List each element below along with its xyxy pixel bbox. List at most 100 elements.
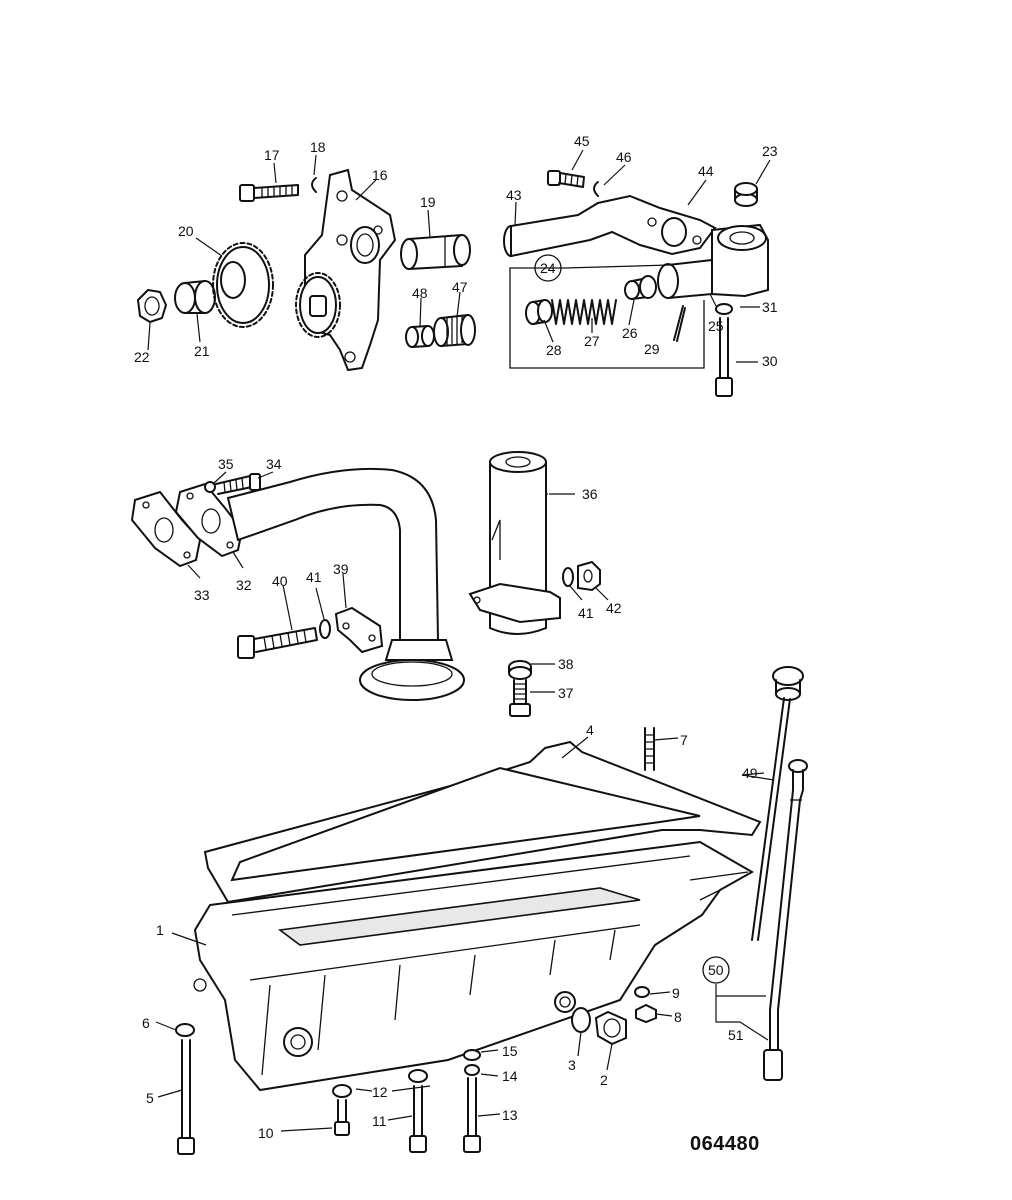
split-pin-29 bbox=[673, 305, 686, 342]
callout-12: 12 bbox=[372, 1084, 388, 1100]
bolt-40 bbox=[237, 627, 318, 659]
bolt-17 bbox=[239, 184, 299, 202]
valve-assembly-bracket bbox=[509, 267, 705, 369]
callout-51: 51 bbox=[728, 1027, 744, 1043]
pickup-pipe-group bbox=[130, 451, 601, 717]
washer-14 bbox=[464, 1064, 480, 1076]
callout-31: 31 bbox=[762, 299, 778, 315]
gear-20 bbox=[212, 242, 274, 328]
callout-7: 7 bbox=[680, 732, 688, 748]
callout-20: 20 bbox=[178, 223, 194, 239]
callout-44: 44 bbox=[698, 163, 714, 179]
callout-23: 23 bbox=[762, 143, 778, 159]
callout-1: 1 bbox=[156, 922, 164, 938]
spring-27 bbox=[551, 299, 617, 325]
washer-12-right bbox=[408, 1069, 428, 1083]
pickup-pipe bbox=[226, 467, 440, 641]
gasket-33 bbox=[130, 490, 202, 568]
lock-plate-22 bbox=[137, 289, 167, 323]
callout-36: 36 bbox=[582, 486, 598, 502]
callout-2: 2 bbox=[600, 1072, 608, 1088]
callout-27: 27 bbox=[584, 333, 600, 349]
bolt-45 bbox=[547, 170, 585, 188]
callout-13: 13 bbox=[502, 1107, 518, 1123]
dipstick-tube-51 bbox=[763, 759, 808, 1081]
callout-38: 38 bbox=[558, 656, 574, 672]
dipstick-49 bbox=[751, 666, 804, 941]
seal-48 bbox=[405, 325, 435, 348]
bushing-21 bbox=[174, 280, 216, 314]
washer-6 bbox=[175, 1023, 195, 1037]
tube-36 bbox=[468, 451, 561, 635]
sleeve-19 bbox=[400, 234, 471, 270]
callout-15: 15 bbox=[502, 1043, 518, 1059]
bolt-30 bbox=[715, 317, 733, 397]
washer-41-right bbox=[562, 567, 574, 587]
oil-pump-group bbox=[137, 168, 476, 372]
callout-49: 49 bbox=[742, 765, 758, 781]
gasket-4 bbox=[203, 740, 762, 904]
seat-28 bbox=[525, 299, 553, 325]
callout-4: 4 bbox=[586, 722, 594, 738]
washer-9 bbox=[634, 986, 650, 998]
callout-labels: 1 2 3 4 5 6 7 8 9 10 11 12 13 14 15 16 1… bbox=[134, 133, 778, 1141]
bolt-13 bbox=[463, 1077, 481, 1153]
plunger-26 bbox=[624, 275, 657, 300]
callout-28: 28 bbox=[546, 342, 562, 358]
callout-29: 29 bbox=[644, 341, 660, 357]
callout-21: 21 bbox=[194, 343, 210, 359]
plug-47 bbox=[433, 314, 476, 347]
callout-9: 9 bbox=[672, 985, 680, 1001]
pump-body-16 bbox=[295, 168, 397, 372]
washer-12-left bbox=[332, 1084, 352, 1098]
washer-15 bbox=[463, 1049, 481, 1061]
callout-45: 45 bbox=[574, 133, 590, 149]
callout-41a: 41 bbox=[306, 569, 322, 585]
callout-43: 43 bbox=[506, 187, 522, 203]
callout-50: 50 bbox=[708, 962, 724, 978]
callout-19: 19 bbox=[420, 194, 436, 210]
callout-11: 11 bbox=[372, 1113, 387, 1129]
sump-body-1 bbox=[193, 840, 755, 1092]
callout-16: 16 bbox=[372, 167, 388, 183]
callout-5: 5 bbox=[146, 1090, 154, 1106]
callout-41b: 41 bbox=[578, 605, 594, 621]
bolt-37 bbox=[509, 679, 531, 717]
washer-31 bbox=[715, 303, 733, 315]
nut-8 bbox=[635, 1003, 657, 1024]
callout-10: 10 bbox=[258, 1125, 274, 1141]
drain-plug-2 bbox=[594, 1010, 627, 1046]
callout-32: 32 bbox=[236, 577, 252, 593]
callout-8: 8 bbox=[674, 1009, 682, 1025]
callout-37: 37 bbox=[558, 685, 574, 701]
washer-18 bbox=[311, 177, 317, 193]
callout-24: 24 bbox=[540, 260, 556, 276]
bracket-39 bbox=[334, 606, 384, 654]
callout-34: 34 bbox=[266, 456, 282, 472]
leader-lines bbox=[147, 149, 775, 1132]
callout-33: 33 bbox=[194, 587, 210, 603]
callout-26: 26 bbox=[622, 325, 638, 341]
callout-47: 47 bbox=[452, 279, 468, 295]
callout-18: 18 bbox=[310, 139, 326, 155]
callout-39: 39 bbox=[333, 561, 349, 577]
callout-30: 30 bbox=[762, 353, 778, 369]
sump-group bbox=[175, 666, 808, 1155]
relief-valve-group bbox=[503, 170, 769, 397]
callout-24-circle bbox=[534, 254, 562, 282]
callout-46: 46 bbox=[616, 149, 632, 165]
callout-14: 14 bbox=[502, 1068, 518, 1084]
cap-23 bbox=[734, 182, 758, 207]
washer-46 bbox=[593, 181, 599, 197]
callout-48: 48 bbox=[412, 285, 428, 301]
callout-42: 42 bbox=[606, 600, 622, 616]
washer-38 bbox=[508, 660, 532, 680]
washer-3 bbox=[571, 1007, 591, 1033]
bolt-11 bbox=[409, 1085, 427, 1153]
bolt-10 bbox=[334, 1099, 350, 1136]
callout-50-circle bbox=[702, 956, 730, 984]
callout-6: 6 bbox=[142, 1015, 150, 1031]
washer-41-left bbox=[319, 619, 331, 639]
